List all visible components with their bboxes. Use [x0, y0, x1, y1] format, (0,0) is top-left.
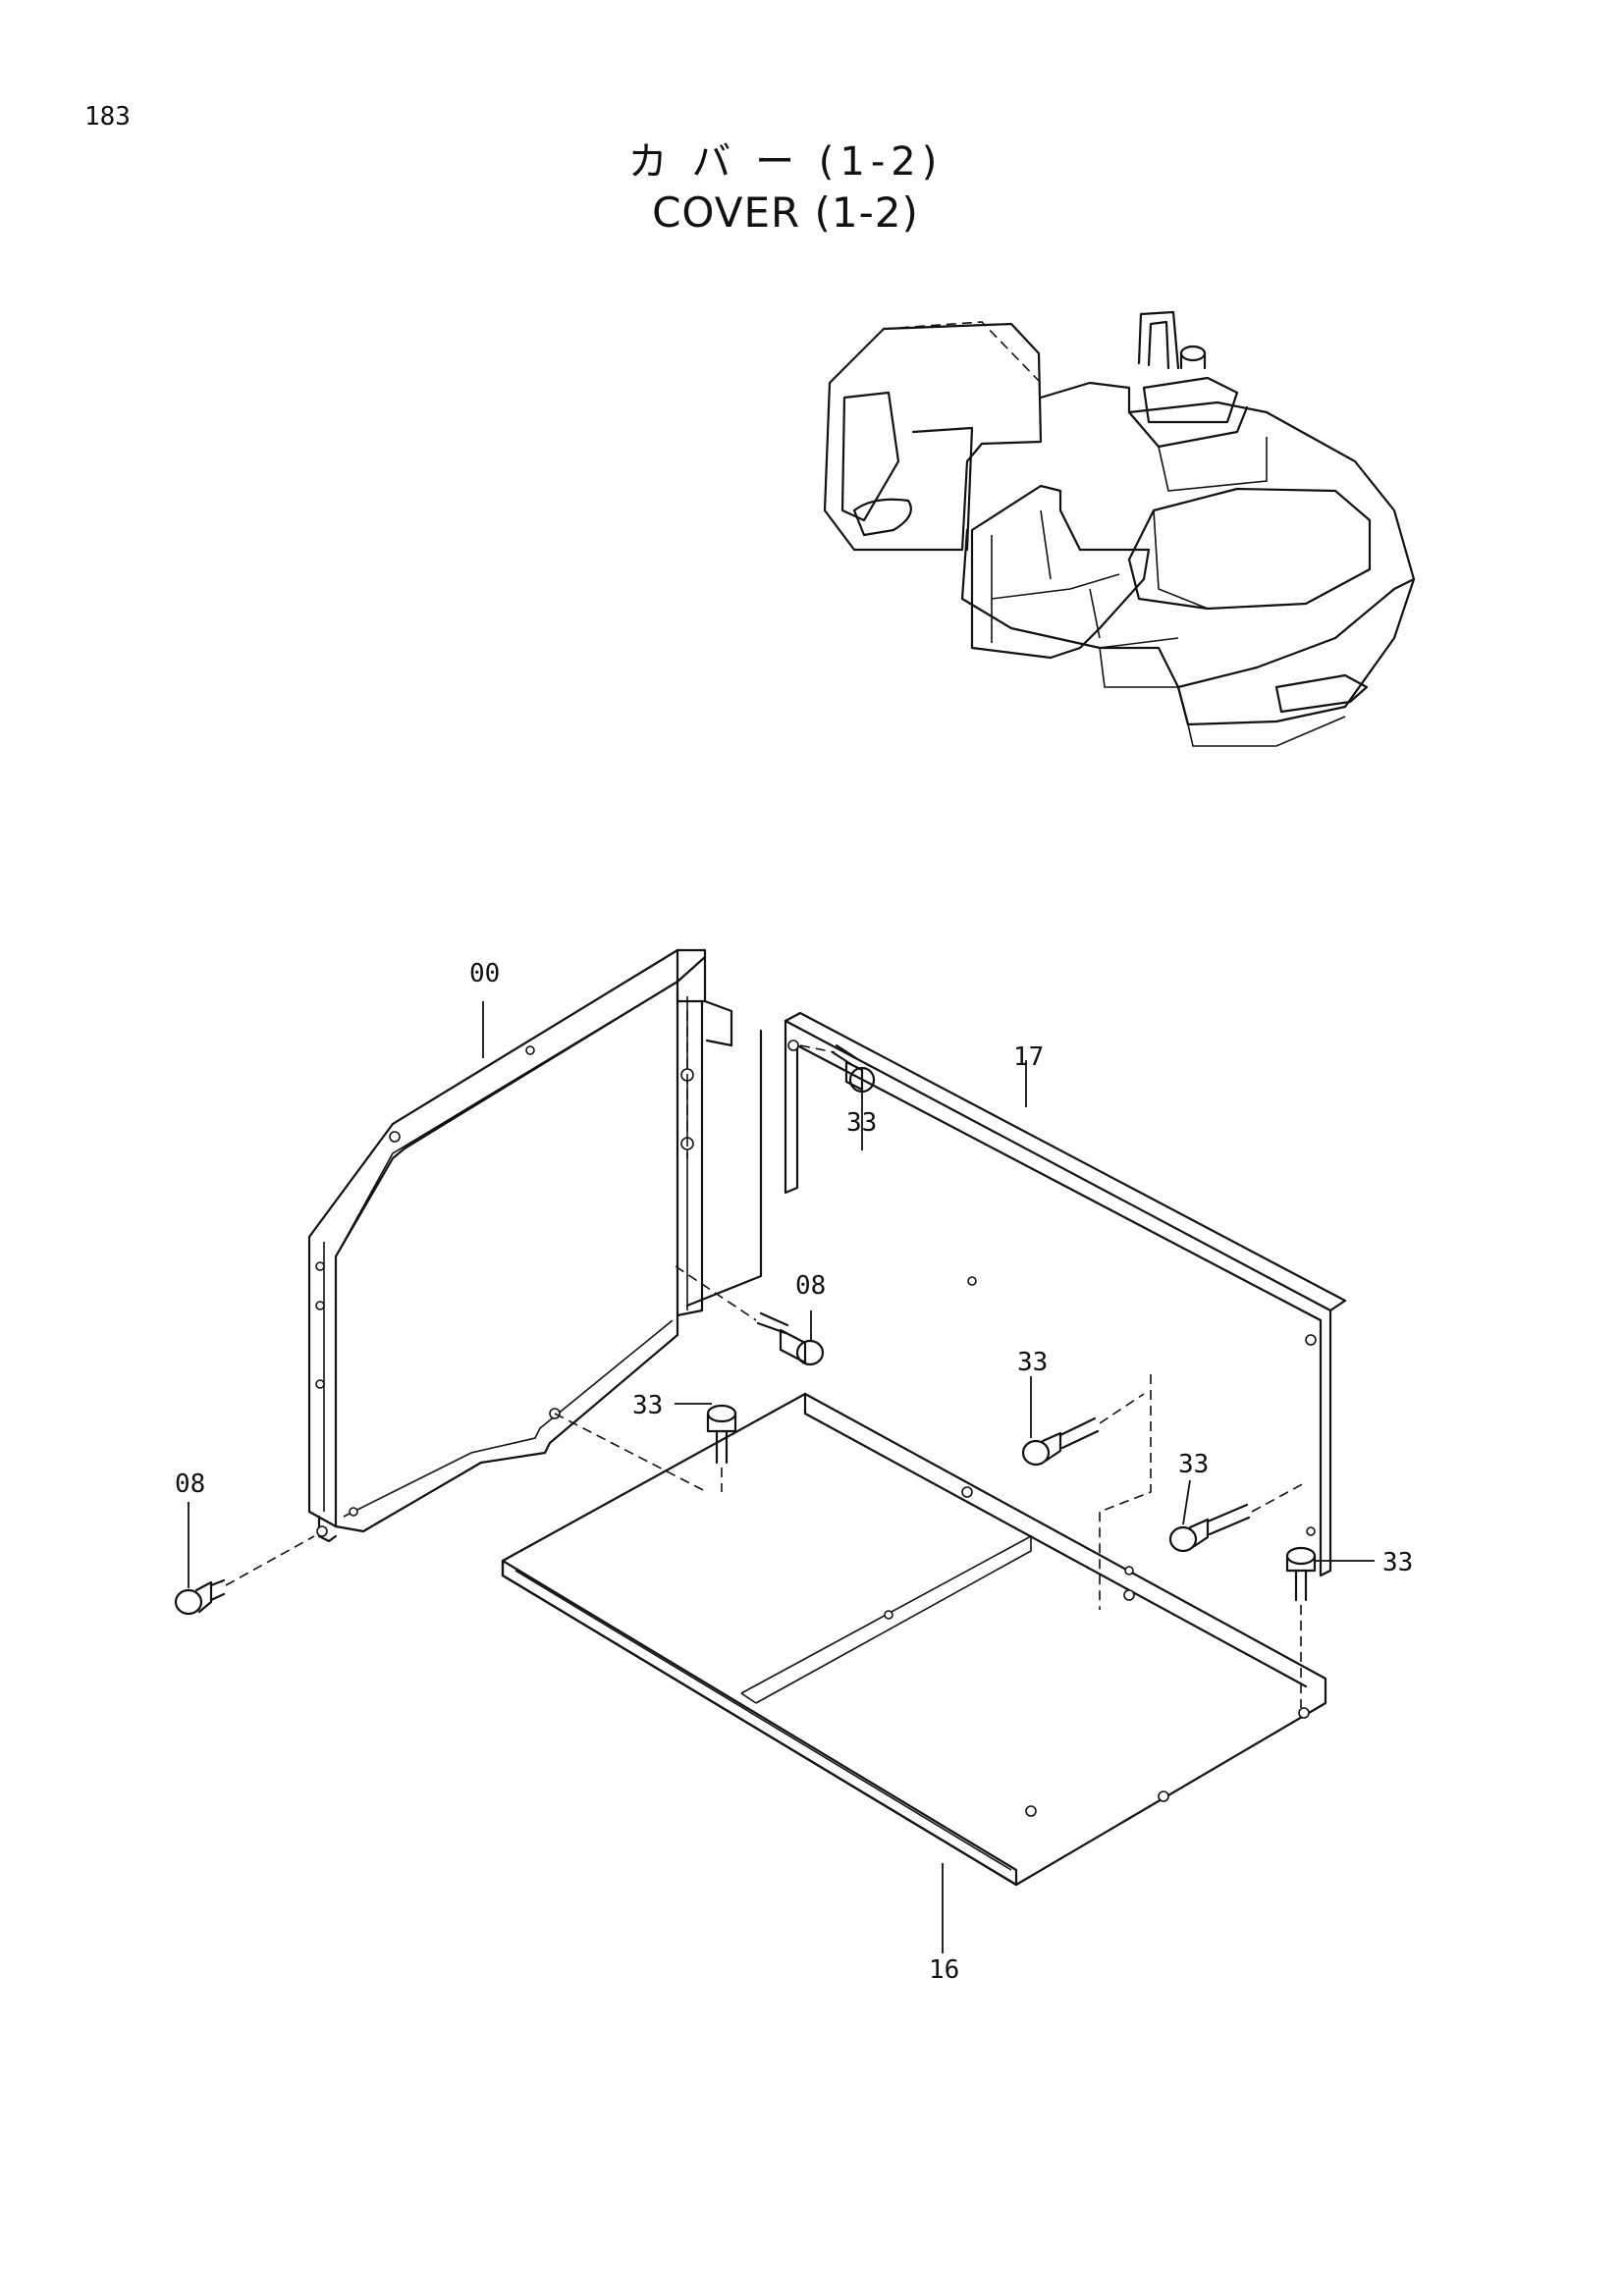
label-frame-00: 00: [469, 959, 500, 988]
excavator-overview-illustration: [823, 310, 1416, 747]
page-title-japanese: カ バ ー (1-2): [627, 139, 944, 185]
label-side-cover-17: 17: [1013, 1042, 1044, 1072]
bolt-33-top: [799, 1043, 876, 1094]
bolt-33-center-left: [554, 1404, 737, 1493]
side-cover-part-17: [685, 1011, 1347, 1577]
bolt-33-right-a: [1168, 1481, 1307, 1553]
bolt-33-right-b: [1285, 1546, 1317, 1708]
bolt-08-center: [675, 1265, 825, 1366]
label-bolt-08-center: 08: [795, 1271, 826, 1301]
label-bolt-33-top: 33: [846, 1108, 877, 1138]
floor-cover-part-16: [501, 1392, 1327, 1887]
label-floor-cover-16: 16: [929, 1955, 959, 1985]
page-title-english: COVER (1-2): [652, 188, 919, 237]
label-bolt-33-center-left: 33: [632, 1391, 663, 1420]
label-bolt-33-center-right: 33: [1017, 1348, 1048, 1377]
frame-part-00: [307, 948, 733, 1543]
label-bolt-33-right-b: 33: [1382, 1548, 1413, 1577]
label-bolt-08-left: 08: [175, 1469, 205, 1499]
bolt-33-center-right: [1021, 1374, 1152, 1610]
bolt-08-left: [174, 1535, 315, 1616]
leader-lines: [188, 1001, 1375, 1953]
label-bolt-33-right-a: 33: [1178, 1450, 1209, 1479]
page-number: 183: [84, 102, 131, 132]
